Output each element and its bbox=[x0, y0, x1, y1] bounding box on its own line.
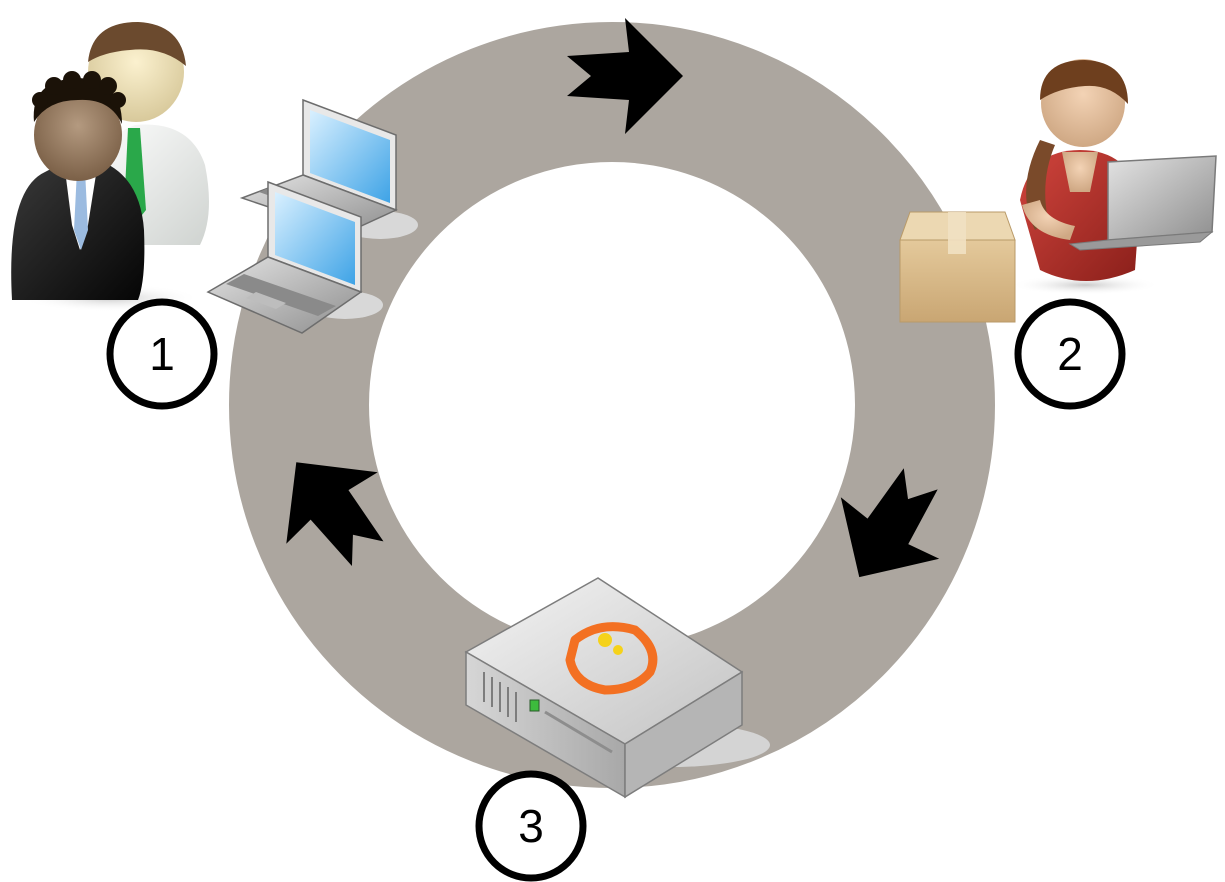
step-badge-2: 2 bbox=[1014, 298, 1126, 410]
server-logo-icon bbox=[565, 622, 658, 695]
step-number-1: 1 bbox=[149, 328, 175, 380]
step-badge-3: 3 bbox=[475, 770, 587, 882]
woman-with-laptop-icon bbox=[1010, 59, 1217, 295]
arrow-top-icon bbox=[567, 18, 683, 134]
arrow-left-icon bbox=[286, 462, 384, 567]
arrow-right-icon bbox=[840, 468, 940, 578]
two-laptops-icon bbox=[206, 98, 418, 334]
business-people-icon bbox=[11, 22, 209, 312]
step-number-3: 3 bbox=[518, 800, 544, 852]
server-icon bbox=[464, 577, 770, 799]
step-badge-1: 1 bbox=[106, 298, 218, 410]
cardboard-box-icon bbox=[899, 211, 1016, 323]
step-number-2: 2 bbox=[1057, 328, 1083, 380]
